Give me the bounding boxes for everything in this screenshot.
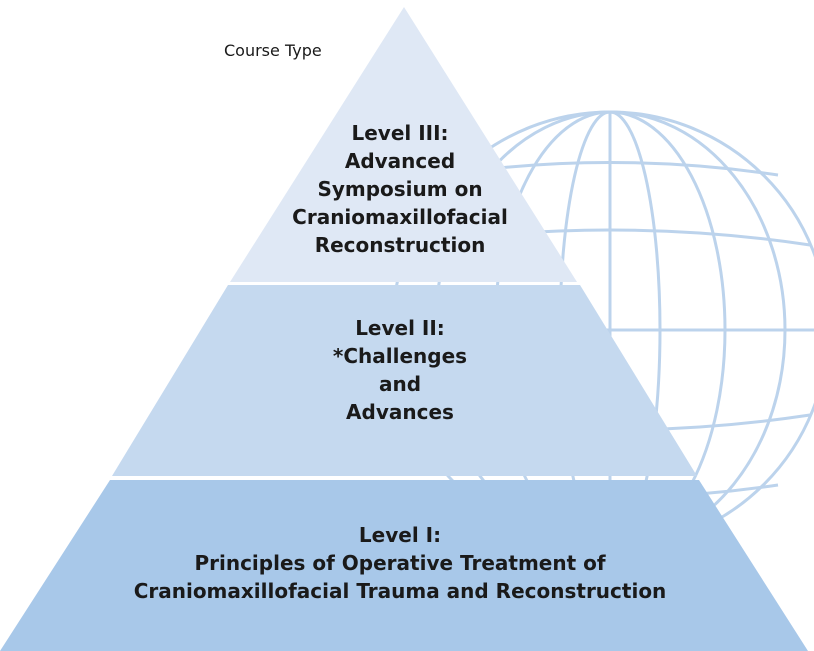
level-1-line: Principles of Operative Treatment of	[194, 551, 606, 575]
tier-level-2	[112, 285, 697, 476]
level-1-text: Level I: Principles of Operative Treatme…	[40, 521, 760, 605]
tier-level-3	[230, 7, 577, 282]
level-2-line: and	[378, 372, 422, 396]
level-3-text: Level III: Advanced Symposium on Craniom…	[250, 119, 550, 259]
level-3-line: Symposium on	[317, 177, 483, 201]
level-3-line: Reconstruction	[314, 233, 486, 257]
level-1-line: Craniomaxillofacial Trauma and Reconstru…	[133, 579, 667, 603]
level-2-line: Advances	[346, 400, 454, 424]
level-3-line: Advanced	[344, 149, 456, 173]
level-2-text: Level II: *Challenges and Advances	[250, 314, 550, 426]
level-1-heading: Level I:	[358, 523, 442, 547]
tier-level-1	[0, 480, 808, 651]
level-2-line: *Challenges	[332, 344, 468, 368]
level-2-heading: Level II:	[355, 316, 445, 340]
course-type-label: Course Type	[224, 41, 322, 60]
level-3-heading: Level III:	[351, 121, 449, 145]
level-3-line: Craniomaxillofacial	[292, 205, 508, 229]
